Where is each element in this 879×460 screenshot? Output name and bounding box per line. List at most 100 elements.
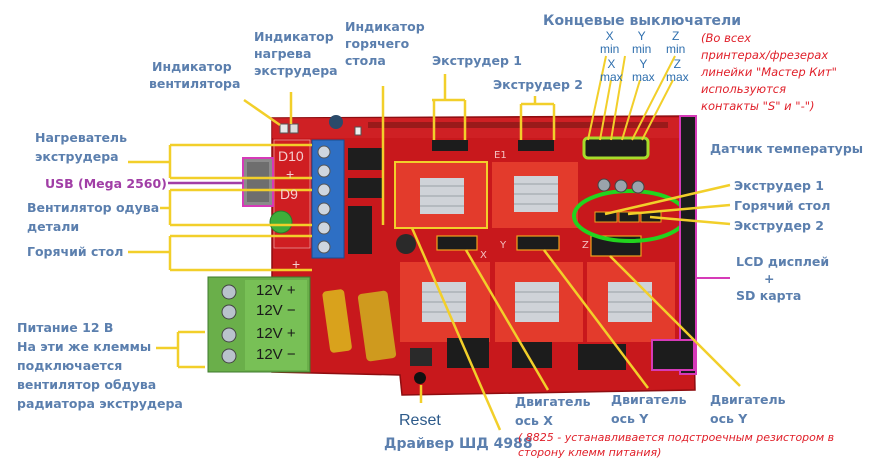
extruder-led (289, 123, 299, 134)
label-line: вентилятор обдува (17, 377, 157, 392)
power-terminal-1: 12V + (256, 282, 296, 299)
driver-axis-x: X (480, 250, 487, 261)
note-line: контакты "S" и "-") (701, 99, 815, 113)
aux-header (651, 339, 695, 371)
label-lcd-sd: LCD дисплей + SD карта (736, 253, 829, 304)
label-line: Нагреватель (35, 130, 127, 145)
callout-lines (128, 74, 741, 431)
endstop-header (582, 136, 650, 160)
driver-axis-y: Y (500, 240, 507, 251)
label-line: Индикатор (254, 29, 334, 44)
label-line: экструдера (254, 63, 338, 78)
label-line: max (600, 70, 623, 84)
note-line: сторону клемм питания) (518, 446, 662, 459)
endstop-z-min: Z min (666, 30, 685, 56)
top-header-pins (368, 122, 668, 128)
power-terminal-4: 12V − (256, 346, 296, 363)
label-line: стола (345, 53, 386, 68)
label-motor-x: Двигатель ось X (515, 392, 591, 430)
endstop-x-max: X max (600, 58, 623, 84)
label-endstops-title: Концевые выключатели (543, 13, 742, 29)
label-bed-indicator: Индикатор горячего стола (345, 18, 425, 69)
capacitor-top (329, 115, 343, 129)
inductor (396, 234, 416, 254)
label-line: экструдера (35, 149, 119, 164)
extruder-headers (432, 140, 554, 151)
label-fan-indicator: Индикатор вентилятора (149, 58, 241, 92)
label-extruder1-top: Экструдер 1 (432, 53, 522, 68)
label-line: ось Y (611, 411, 649, 426)
endstop-y-max: Y max (632, 58, 655, 84)
note-line: линейки "Мастер Кит" (701, 65, 837, 79)
blue-terminal-screws (317, 145, 331, 254)
label-line: горячего (345, 36, 410, 51)
bottom-headers (447, 338, 626, 370)
label-line: max (632, 70, 655, 84)
yellow-cap-2 (357, 290, 397, 362)
power-terminal-screws (221, 284, 237, 364)
power-terminal-3: 12V + (256, 325, 296, 342)
terminal-label-plus1: + (286, 166, 295, 182)
endstop-note: (Во всех принтерах/фрезерах линейки "Мас… (701, 30, 837, 115)
reset-button (410, 348, 432, 366)
endstop-x-min: X min (600, 30, 619, 56)
label-line: LCD дисплей (736, 254, 830, 269)
label-power: Питание 12 В На эти же клеммы подключает… (17, 318, 183, 413)
label-line: min (666, 42, 686, 56)
note-line: используются (701, 82, 787, 96)
mosfet-3 (348, 206, 372, 254)
label-line: На эти же клеммы (17, 339, 152, 354)
terminal-label-d10: D10 (278, 148, 304, 164)
label-line: Индикатор (345, 19, 425, 34)
label-line: ось X (515, 413, 553, 428)
label-line: вентилятора (149, 76, 241, 91)
label-line: Y (639, 57, 648, 71)
label-temp-bed: Горячий стол (734, 198, 831, 213)
label-extruder-heat-indicator: Индикатор нагрева экструдера (254, 28, 338, 79)
blue-terminal-block (311, 139, 345, 259)
label-reset: Reset (399, 412, 441, 429)
label-line: Z (673, 57, 681, 71)
label-hot-bed: Горячий стол (27, 244, 124, 259)
driver-axis-z: Z (582, 240, 589, 251)
label-line: Z (672, 29, 680, 43)
label-motor-y1: Двигатель ось Y (611, 390, 687, 428)
terminal-label-plus2: + (292, 256, 301, 272)
label-extruder-heater: Нагреватель экструдера (35, 128, 127, 166)
label-line: Вентилятор одува (27, 200, 160, 215)
label-temp-sensor: Датчик температуры (710, 141, 864, 156)
note-line: (Во всех (701, 31, 752, 45)
mosfet-2 (348, 178, 382, 198)
label-line: min (600, 42, 620, 56)
label-driver: Драйвер ШД 4988 (384, 436, 533, 452)
endstop-callout-lines (587, 55, 676, 141)
label-line: X (607, 57, 616, 71)
label-line: min (632, 42, 652, 56)
label-line: Y (637, 29, 646, 43)
label-line: радиатора экструдера (17, 396, 183, 411)
label-temp-extruder2: Экструдер 2 (734, 218, 824, 233)
label-line: ось Y (710, 411, 748, 426)
label-line: Двигатель (611, 392, 687, 407)
stepper-driver-e1 (492, 162, 578, 228)
label-line: Индикатор (152, 59, 232, 74)
terminal-label-d9: D9 (280, 186, 298, 202)
stepper-driver-e0 (394, 161, 488, 229)
label-line: max (666, 70, 689, 84)
lcd-header (679, 115, 697, 375)
fan-led (279, 123, 289, 134)
label-line: детали (27, 219, 80, 234)
driver-axis-e1: E1 (494, 150, 507, 161)
label-line: + (764, 271, 775, 286)
endstop-z-max: Z max (666, 58, 689, 84)
label-line: Двигатель (710, 392, 786, 407)
note-line: принтерах/фрезерах (701, 48, 829, 62)
label-extruder2-top: Экструдер 2 (493, 77, 583, 92)
label-temp-extruder1: Экструдер 1 (734, 178, 824, 193)
label-line: X (605, 29, 614, 43)
label-line: Питание 12 В (17, 320, 114, 335)
note-line: ( 8825 - устанавливается подстроечным ре… (518, 431, 835, 444)
green-fuse (269, 210, 293, 234)
yellow-cap-1 (322, 289, 352, 353)
